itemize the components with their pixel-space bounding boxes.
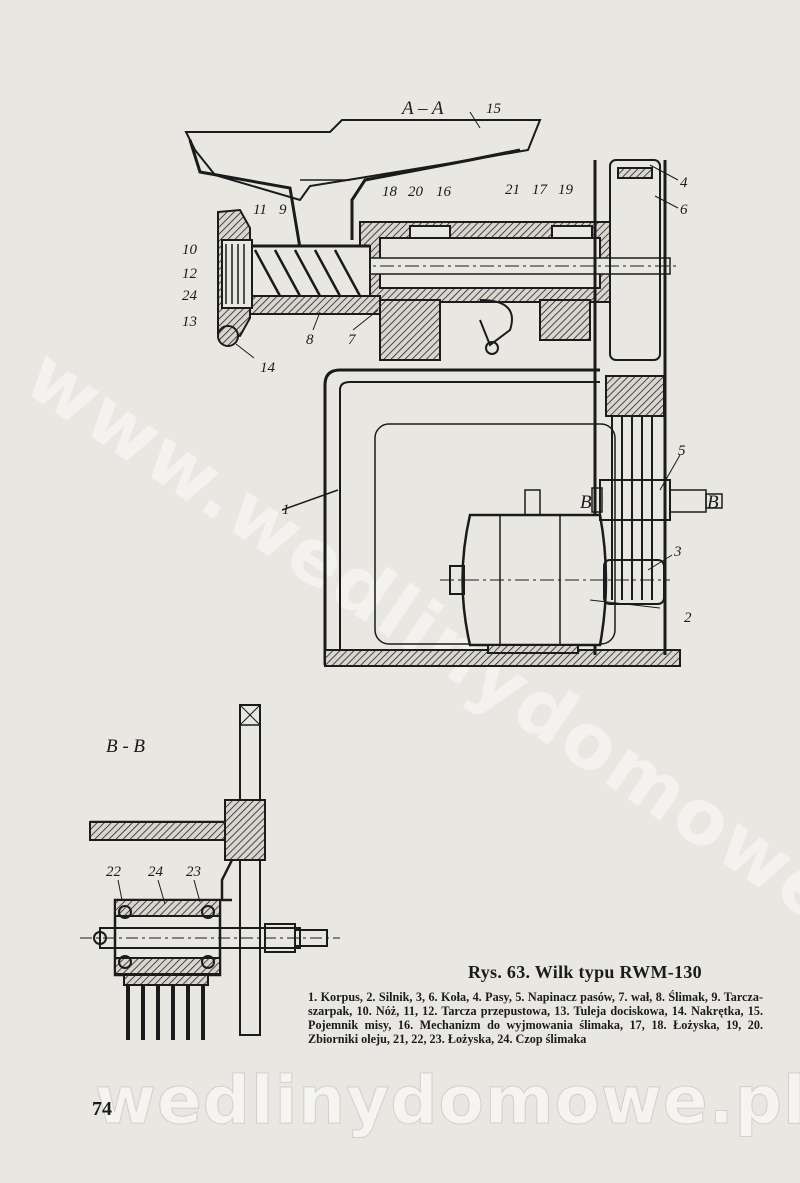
figure-caption-title: Rys. 63. Wilk typu RWM-130: [468, 962, 702, 982]
section-bb-title: B - B: [106, 736, 145, 757]
part-label-3: 3: [673, 544, 682, 560]
part-label-12: 12: [182, 266, 198, 282]
part-label-23: 23: [186, 864, 201, 880]
watermark-text: wedlinydomowe.pl: [95, 1062, 800, 1140]
part-label-2: 2: [684, 610, 692, 626]
figure-caption-legend: 1. Korpus, 2. Silnik, 3, 6. Koła, 4. Pas…: [308, 990, 763, 1046]
part-label-20: 20: [408, 184, 424, 200]
part-label-14: 14: [260, 360, 276, 376]
part-label-8: 8: [306, 332, 314, 348]
section-mark-b-right: B: [707, 492, 719, 513]
part-label-7: 7: [348, 332, 357, 348]
part-label-13: 13: [182, 314, 197, 330]
part-label-21: 21: [505, 182, 520, 198]
part-labels-top: 15 4 6 18 20 16 21 17 19 11 9 10 12 24 1…: [182, 101, 719, 626]
part-label-9: 9: [279, 202, 287, 218]
part-label-18: 18: [382, 184, 398, 200]
part-label-15: 15: [486, 101, 502, 117]
part-label-5: 5: [678, 443, 686, 459]
section-aa-drawing: [184, 111, 723, 667]
section-bb-drawing: [80, 704, 340, 1040]
part-label-24-bottom: 24: [148, 864, 164, 880]
part-label-24: 24: [182, 288, 198, 304]
part-label-11: 11: [253, 202, 267, 218]
part-label-16: 16: [436, 184, 452, 200]
section-aa-title: A – A: [400, 98, 444, 119]
part-label-22: 22: [106, 864, 122, 880]
part-label-6: 6: [680, 202, 688, 218]
part-labels-bottom: 22 24 23: [106, 864, 201, 880]
part-label-10: 10: [182, 242, 198, 258]
part-label-19: 19: [558, 182, 574, 198]
page-number: 74: [92, 1098, 112, 1120]
part-label-1: 1: [282, 502, 290, 518]
section-mark-b-left: B: [580, 492, 592, 513]
part-label-17: 17: [532, 182, 549, 198]
part-label-4: 4: [680, 175, 688, 191]
